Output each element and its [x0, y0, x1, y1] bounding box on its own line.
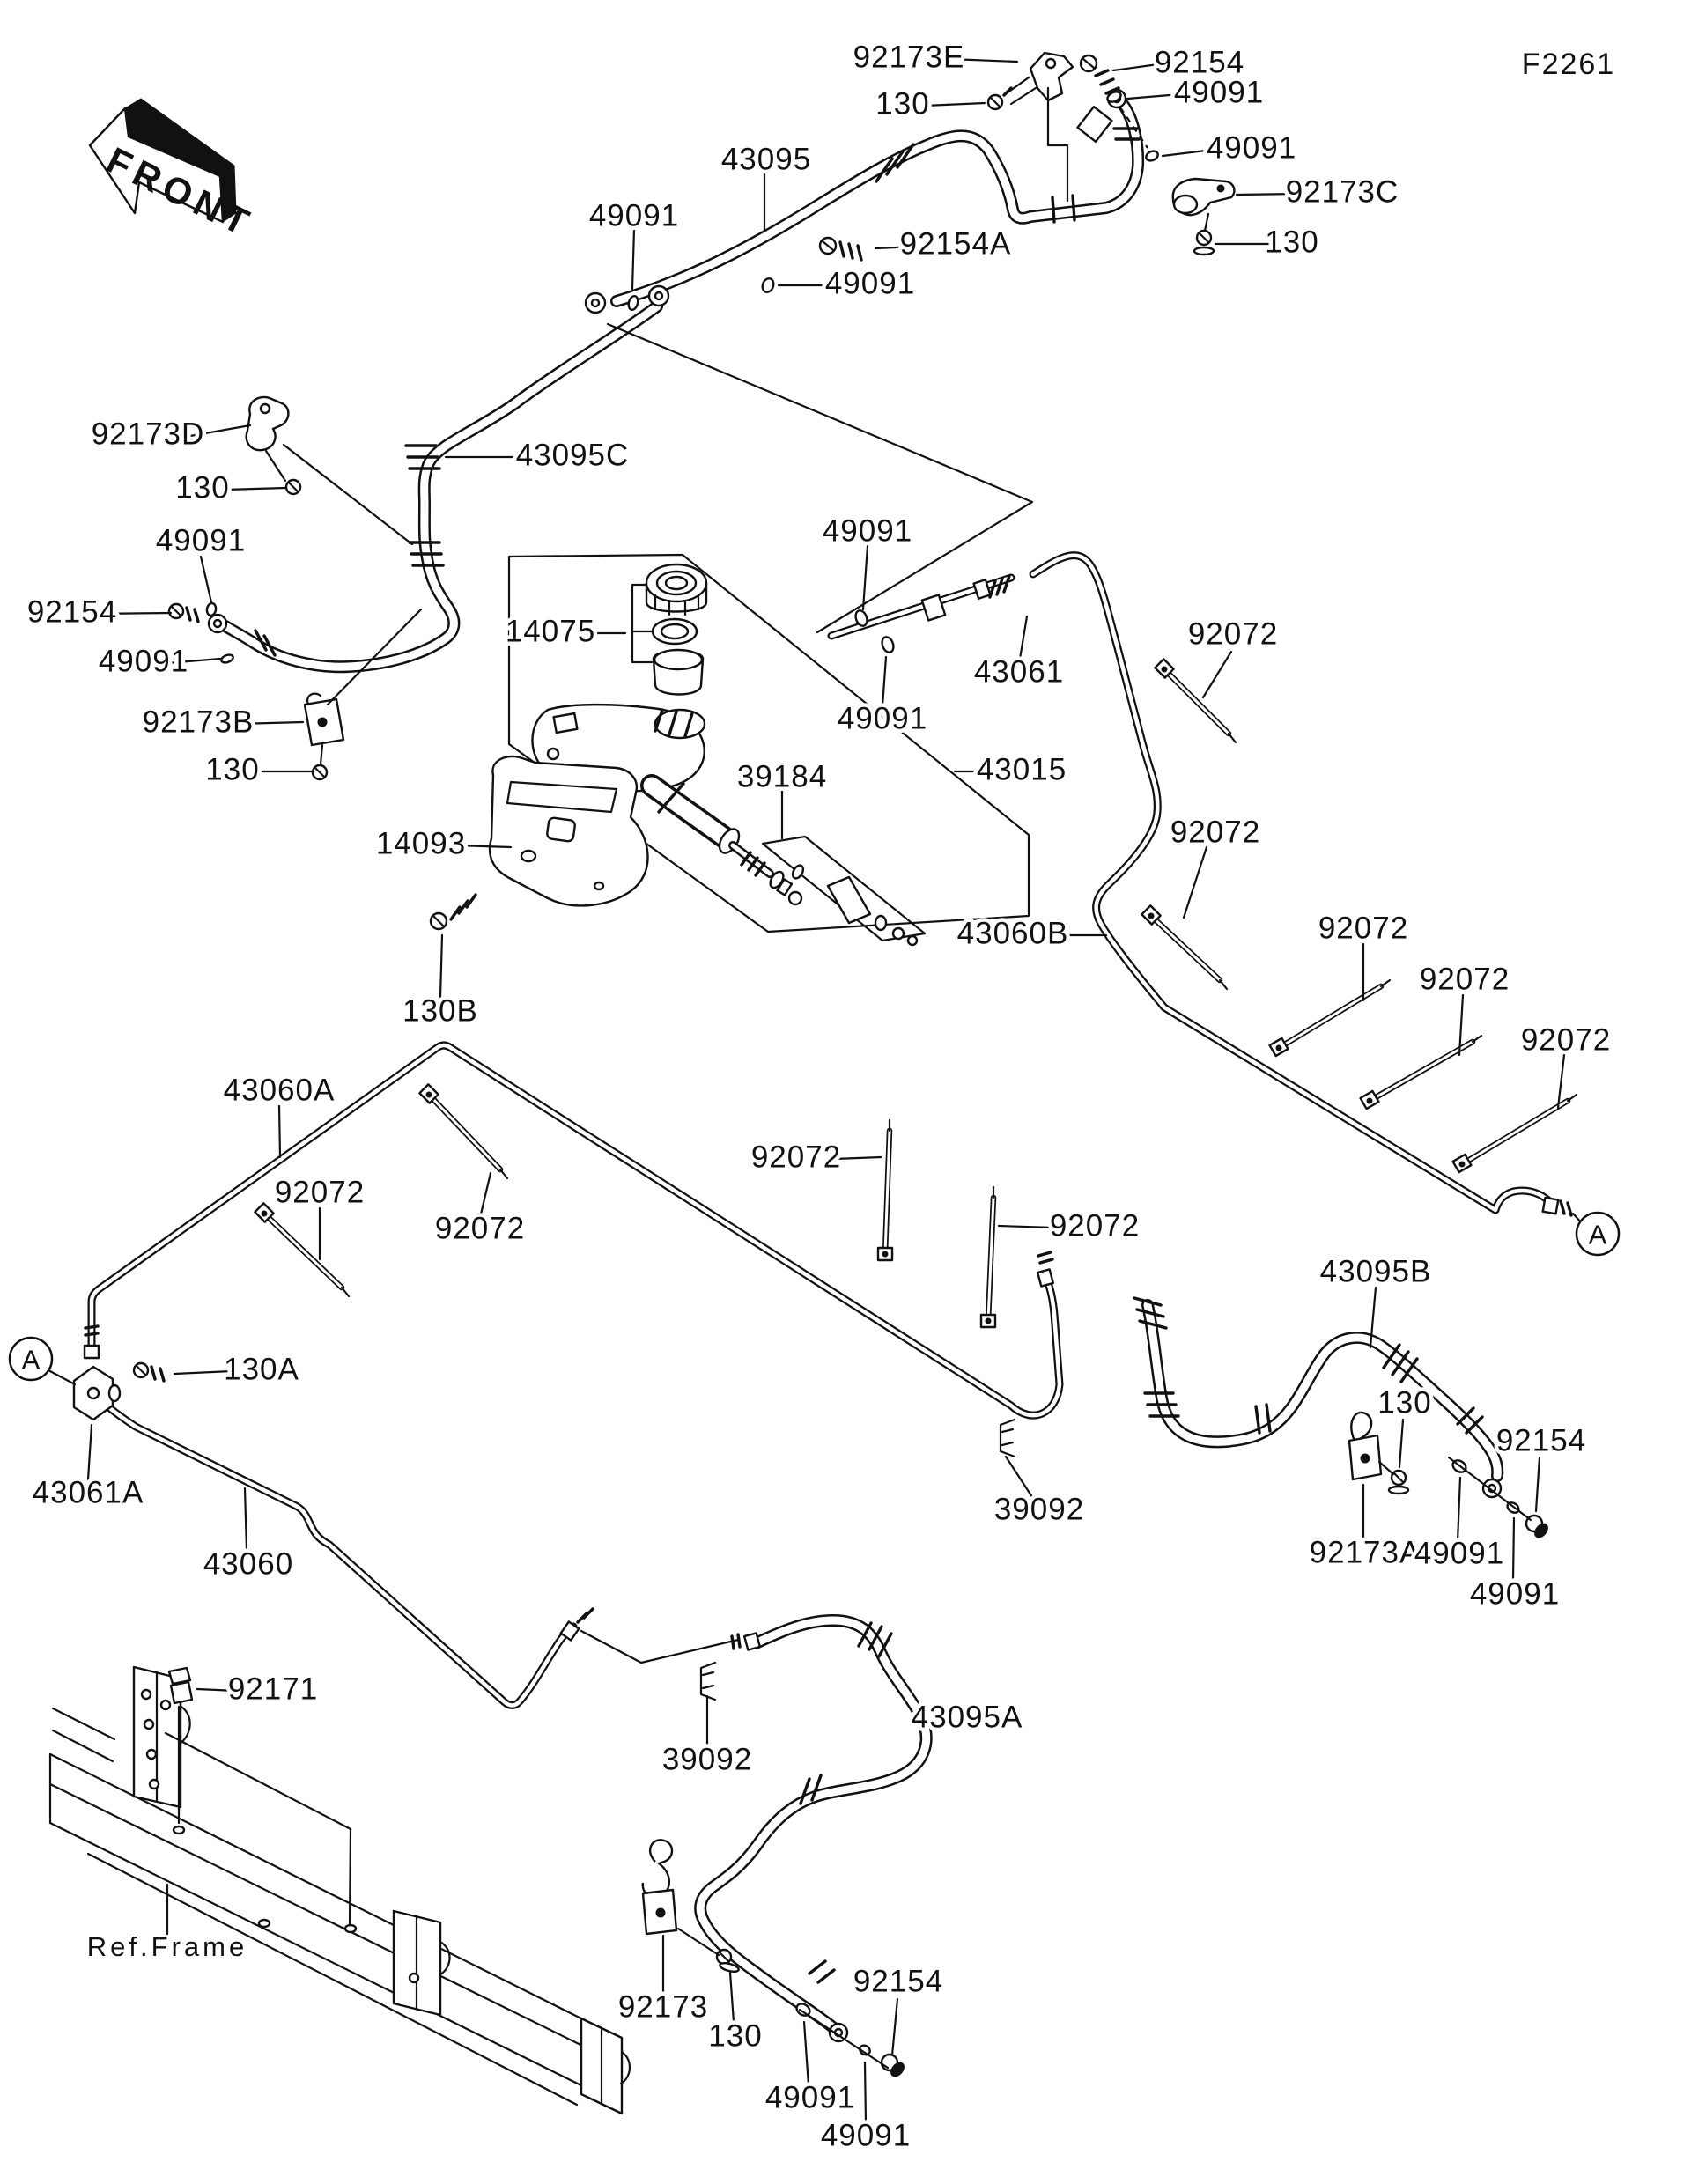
part-label-92173: 92173 [618, 1989, 708, 2024]
part-label-49091: 49091 [589, 198, 679, 232]
part-label-92173C: 92173C [1286, 174, 1399, 209]
part-label-49091: 49091 [99, 644, 188, 678]
part-label-92154: 92154 [1155, 45, 1244, 79]
part-label-92072: 92072 [1050, 1208, 1140, 1243]
figure-code: F2261 [1522, 48, 1615, 81]
part-label-92072: 92072 [1318, 911, 1408, 945]
part-label-130: 130 [1377, 1385, 1431, 1420]
part-label-92173B: 92173B [143, 705, 255, 739]
part-label-92072: 92072 [275, 1175, 365, 1209]
part-label-49091: 49091 [1414, 1536, 1504, 1570]
part-label-43095C: 43095C [516, 438, 630, 472]
master-cylinder-box [507, 553, 1030, 933]
part-label-92154: 92154 [853, 1964, 943, 1998]
ref-frame-label: Ref.Frame [87, 1931, 247, 1962]
bracket-92173B [303, 692, 345, 747]
part-label-92173A: 92173A [1310, 1535, 1421, 1569]
part-label-92072: 92072 [1420, 962, 1510, 996]
part-label-43061A: 43061A [33, 1475, 144, 1509]
leader-lines [47, 57, 1584, 2124]
part-label-92072: 92072 [1521, 1022, 1611, 1057]
bracket-92173C [1171, 177, 1236, 217]
part-label-92072: 92072 [1170, 815, 1260, 849]
hose-ribs [254, 105, 1484, 1984]
part-label-130B: 130B [402, 993, 478, 1028]
part-label-43095A: 43095A [912, 1700, 1023, 1734]
part-label-130: 130 [205, 752, 259, 786]
part-label-49091: 49091 [838, 701, 927, 735]
part-label-92173D: 92173D [92, 417, 205, 451]
part-label-43061: 43061 [974, 654, 1064, 689]
part-label-49091: 49091 [765, 2080, 855, 2114]
cable-ties-92072 [254, 658, 1578, 1329]
detail-marker-a-1: A [1575, 1211, 1621, 1257]
part-label-49091: 49091 [156, 523, 246, 557]
bracket-92173E [1002, 51, 1074, 106]
part-label-130: 130 [875, 86, 929, 121]
part-label-43060A: 43060A [224, 1073, 336, 1107]
svg-text:A: A [1589, 1220, 1607, 1251]
part-label-49091: 49091 [1174, 75, 1264, 109]
part-label-130: 130 [708, 2018, 762, 2053]
bracket-92173D [245, 395, 290, 452]
hose-43095B [1148, 1305, 1497, 1476]
svg-text:A: A [22, 1345, 41, 1376]
part-label-49091: 49091 [821, 2118, 911, 2152]
part-label-39092: 39092 [994, 1492, 1084, 1526]
part-label-49091: 49091 [823, 513, 912, 548]
part-label-49091: 49091 [825, 266, 915, 300]
part-label-92154A: 92154A [900, 226, 1012, 261]
part-label-39092: 39092 [662, 1742, 752, 1776]
part-label-14093: 14093 [376, 826, 466, 860]
part-label-92171: 92171 [228, 1671, 318, 1706]
part-label-43095B: 43095B [1320, 1254, 1432, 1288]
part-label-49091: 49091 [1470, 1576, 1560, 1611]
detail-markers: AA [8, 1211, 1621, 1382]
part-label-92154: 92154 [1496, 1423, 1586, 1457]
part-label-92154: 92154 [27, 594, 117, 629]
part-label-92072: 92072 [435, 1211, 525, 1245]
pipe-43060 [100, 1400, 573, 1706]
part-label-43060: 43060 [203, 1546, 293, 1581]
clip-39092-upper [999, 1418, 1016, 1458]
part-label-92072: 92072 [1188, 616, 1278, 651]
junction-43061A [72, 1365, 122, 1421]
reference-frame [48, 1665, 631, 2115]
part-label-92072: 92072 [751, 1140, 841, 1174]
bolts [132, 54, 1548, 2077]
part-label-43095: 43095 [721, 142, 811, 176]
master-cylinder-43015 [429, 563, 927, 947]
part-label-43015: 43015 [977, 752, 1067, 786]
part-label-130: 130 [1265, 225, 1318, 259]
clamp-92171 [167, 1666, 194, 1714]
bracket-92173 [641, 1839, 678, 1936]
part-label-49091: 49091 [1207, 130, 1296, 165]
part-label-39184: 39184 [737, 759, 827, 793]
front-arrow: FRONT [88, 98, 261, 246]
part-label-130: 130 [175, 470, 229, 505]
detail-marker-a-0: A [8, 1336, 54, 1382]
fittings [83, 574, 1573, 1651]
clip-39092-lower [699, 1661, 717, 1701]
part-label-43060B: 43060B [957, 916, 1069, 950]
banjo-eyes [207, 88, 1503, 2043]
part-label-130A: 130A [224, 1352, 299, 1386]
pipe-43060B [1033, 556, 1554, 1210]
part-label-14075: 14075 [506, 614, 595, 648]
part-label-92173E: 92173E [853, 40, 965, 74]
bracket-92173A [1348, 1411, 1383, 1481]
